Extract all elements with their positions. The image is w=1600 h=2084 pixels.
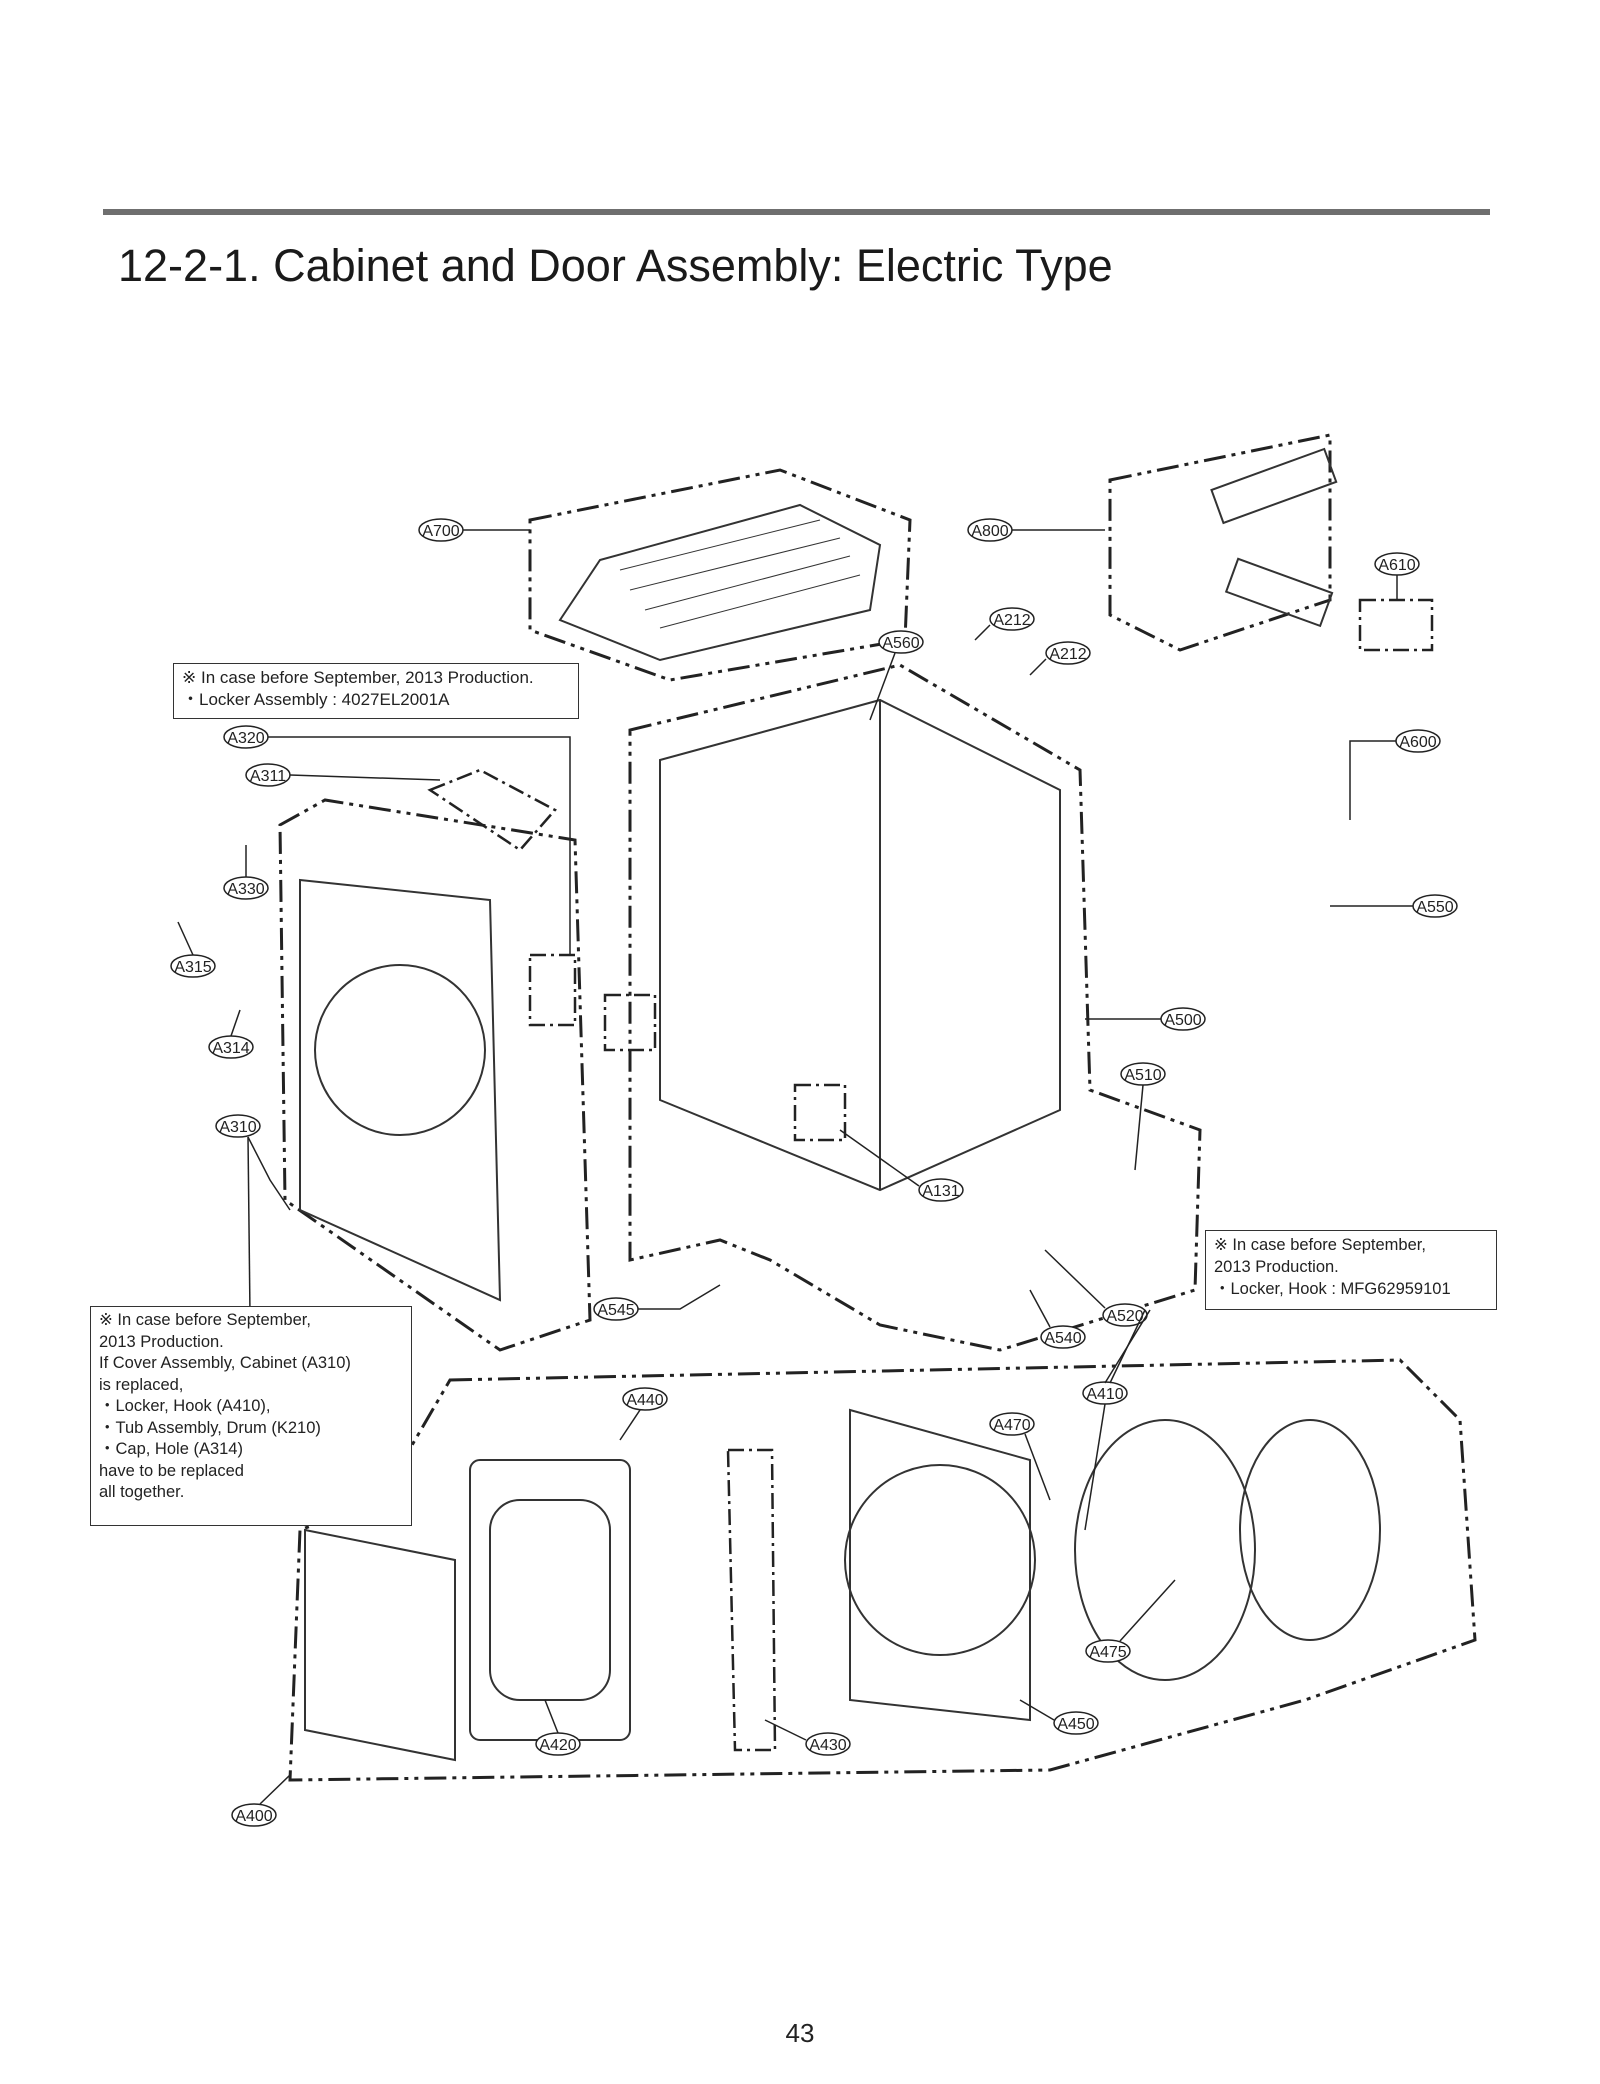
- svg-text:A550: A550: [1416, 899, 1453, 916]
- svg-text:A540: A540: [1044, 1330, 1081, 1347]
- glass-shape: [1239, 1419, 1381, 1641]
- duct-lower: [1224, 557, 1334, 628]
- part-outlines: [299, 447, 1381, 1762]
- page-number: 43: [785, 2018, 815, 2048]
- svg-text:A430: A430: [809, 1737, 846, 1754]
- inner-door-ring: [844, 1464, 1036, 1656]
- svg-text:A560: A560: [882, 635, 919, 652]
- label-a311: A311: [245, 763, 441, 787]
- label-a400: A400: [231, 1774, 291, 1827]
- boundary-a131: [793, 1083, 847, 1142]
- label-a475: A475: [1085, 1579, 1176, 1663]
- label-a700: A700: [418, 518, 530, 542]
- label-a545: A545: [593, 1284, 721, 1321]
- svg-text:A212: A212: [1049, 646, 1086, 663]
- door-glass-shape: [489, 1499, 611, 1701]
- boundary-a311: [427, 768, 557, 852]
- note-right: ※ In case before September, 2013 Product…: [1205, 1230, 1497, 1310]
- boundary-a610: [1358, 598, 1434, 652]
- boundary-locker: [528, 953, 577, 1027]
- svg-text:A510: A510: [1124, 1067, 1161, 1084]
- svg-text:A520: A520: [1106, 1308, 1143, 1325]
- svg-text:A475: A475: [1089, 1644, 1126, 1661]
- cover-shape: [299, 878, 502, 1302]
- svg-text:A500: A500: [1164, 1012, 1201, 1029]
- duct-upper: [1210, 447, 1338, 525]
- cabinet-shape: [659, 698, 1061, 1192]
- boundary-a700: [528, 468, 912, 682]
- svg-text:A212: A212: [993, 612, 1030, 629]
- label-a450: A450: [1019, 1699, 1099, 1735]
- svg-text:A315: A315: [174, 959, 211, 976]
- cover-opening: [314, 964, 486, 1136]
- label-a330: A330: [223, 845, 269, 900]
- svg-text:A310: A310: [219, 1119, 256, 1136]
- sub-boundaries: [427, 598, 1434, 1752]
- svg-text:A131: A131: [922, 1183, 959, 1200]
- svg-text:A440: A440: [626, 1392, 663, 1409]
- label-a212-2: A212: [1029, 641, 1091, 676]
- note-bottom-left: ※ In case before September, 2013 Product…: [90, 1306, 412, 1526]
- label-a410: A410: [1082, 1309, 1146, 1531]
- boundary-cabinet: [628, 663, 1202, 1352]
- header-rule: [103, 209, 1490, 215]
- svg-text:A450: A450: [1057, 1716, 1094, 1733]
- boundary-door: [288, 1358, 1477, 1782]
- svg-text:A410: A410: [1086, 1386, 1123, 1403]
- label-a560: A560: [869, 630, 924, 721]
- svg-text:A610: A610: [1378, 557, 1415, 574]
- svg-text:A800: A800: [971, 523, 1008, 540]
- svg-text:A600: A600: [1399, 734, 1436, 751]
- inner-door-shape: [849, 1408, 1031, 1722]
- svg-text:A545: A545: [597, 1302, 634, 1319]
- svg-text:A470: A470: [993, 1417, 1030, 1434]
- label-a510: A510: [1120, 1062, 1166, 1171]
- boundary-a131-left: [603, 993, 657, 1052]
- label-a314: A314: [208, 1009, 254, 1059]
- door-panel-shape: [304, 1528, 456, 1762]
- note-top-left: ※ In case before September, 2013 Product…: [173, 663, 579, 719]
- label-a320: A320: [223, 725, 571, 955]
- svg-text:A400: A400: [235, 1808, 272, 1825]
- svg-text:A311: A311: [250, 768, 286, 785]
- svg-text:A700: A700: [422, 523, 459, 540]
- label-a800: A800: [967, 518, 1105, 542]
- label-a610: A610: [1374, 552, 1420, 600]
- label-a500: A500: [1085, 1007, 1206, 1031]
- boundary-a430: [726, 1448, 777, 1752]
- svg-text:A314: A314: [212, 1040, 249, 1057]
- svg-text:A330: A330: [227, 881, 264, 898]
- label-a440: A440: [619, 1387, 668, 1441]
- svg-text:A320: A320: [227, 730, 264, 747]
- door-frame-shape: [469, 1459, 631, 1741]
- label-a520: A520: [1044, 1249, 1148, 1327]
- label-a600: A600: [1349, 729, 1441, 820]
- label-a315: A315: [170, 921, 216, 978]
- label-a212-1: A212: [974, 607, 1035, 641]
- svg-text:A420: A420: [539, 1737, 576, 1754]
- label-a470: A470: [989, 1412, 1051, 1501]
- label-a540: A540: [1029, 1289, 1086, 1349]
- part-labels: A700 A800 A610 A212 A212 A560 A320 A311 …: [170, 518, 1458, 1827]
- top-panel-grid: [619, 519, 861, 629]
- label-a430: A430: [764, 1719, 851, 1756]
- gasket-shape: [1074, 1419, 1256, 1681]
- label-a420: A420: [535, 1699, 581, 1756]
- label-a310: A310: [215, 1114, 291, 1316]
- note-leaders: [1104, 1309, 1151, 1384]
- label-a550: A550: [1330, 894, 1458, 918]
- label-a131: A131: [839, 1129, 964, 1202]
- assembly-boundaries: [278, 433, 1477, 1782]
- boundary-cover: [278, 798, 592, 1352]
- top-panel-shape: [558, 503, 882, 662]
- page-title: 12-2-1. Cabinet and Door Assembly: Elect…: [118, 240, 1113, 291]
